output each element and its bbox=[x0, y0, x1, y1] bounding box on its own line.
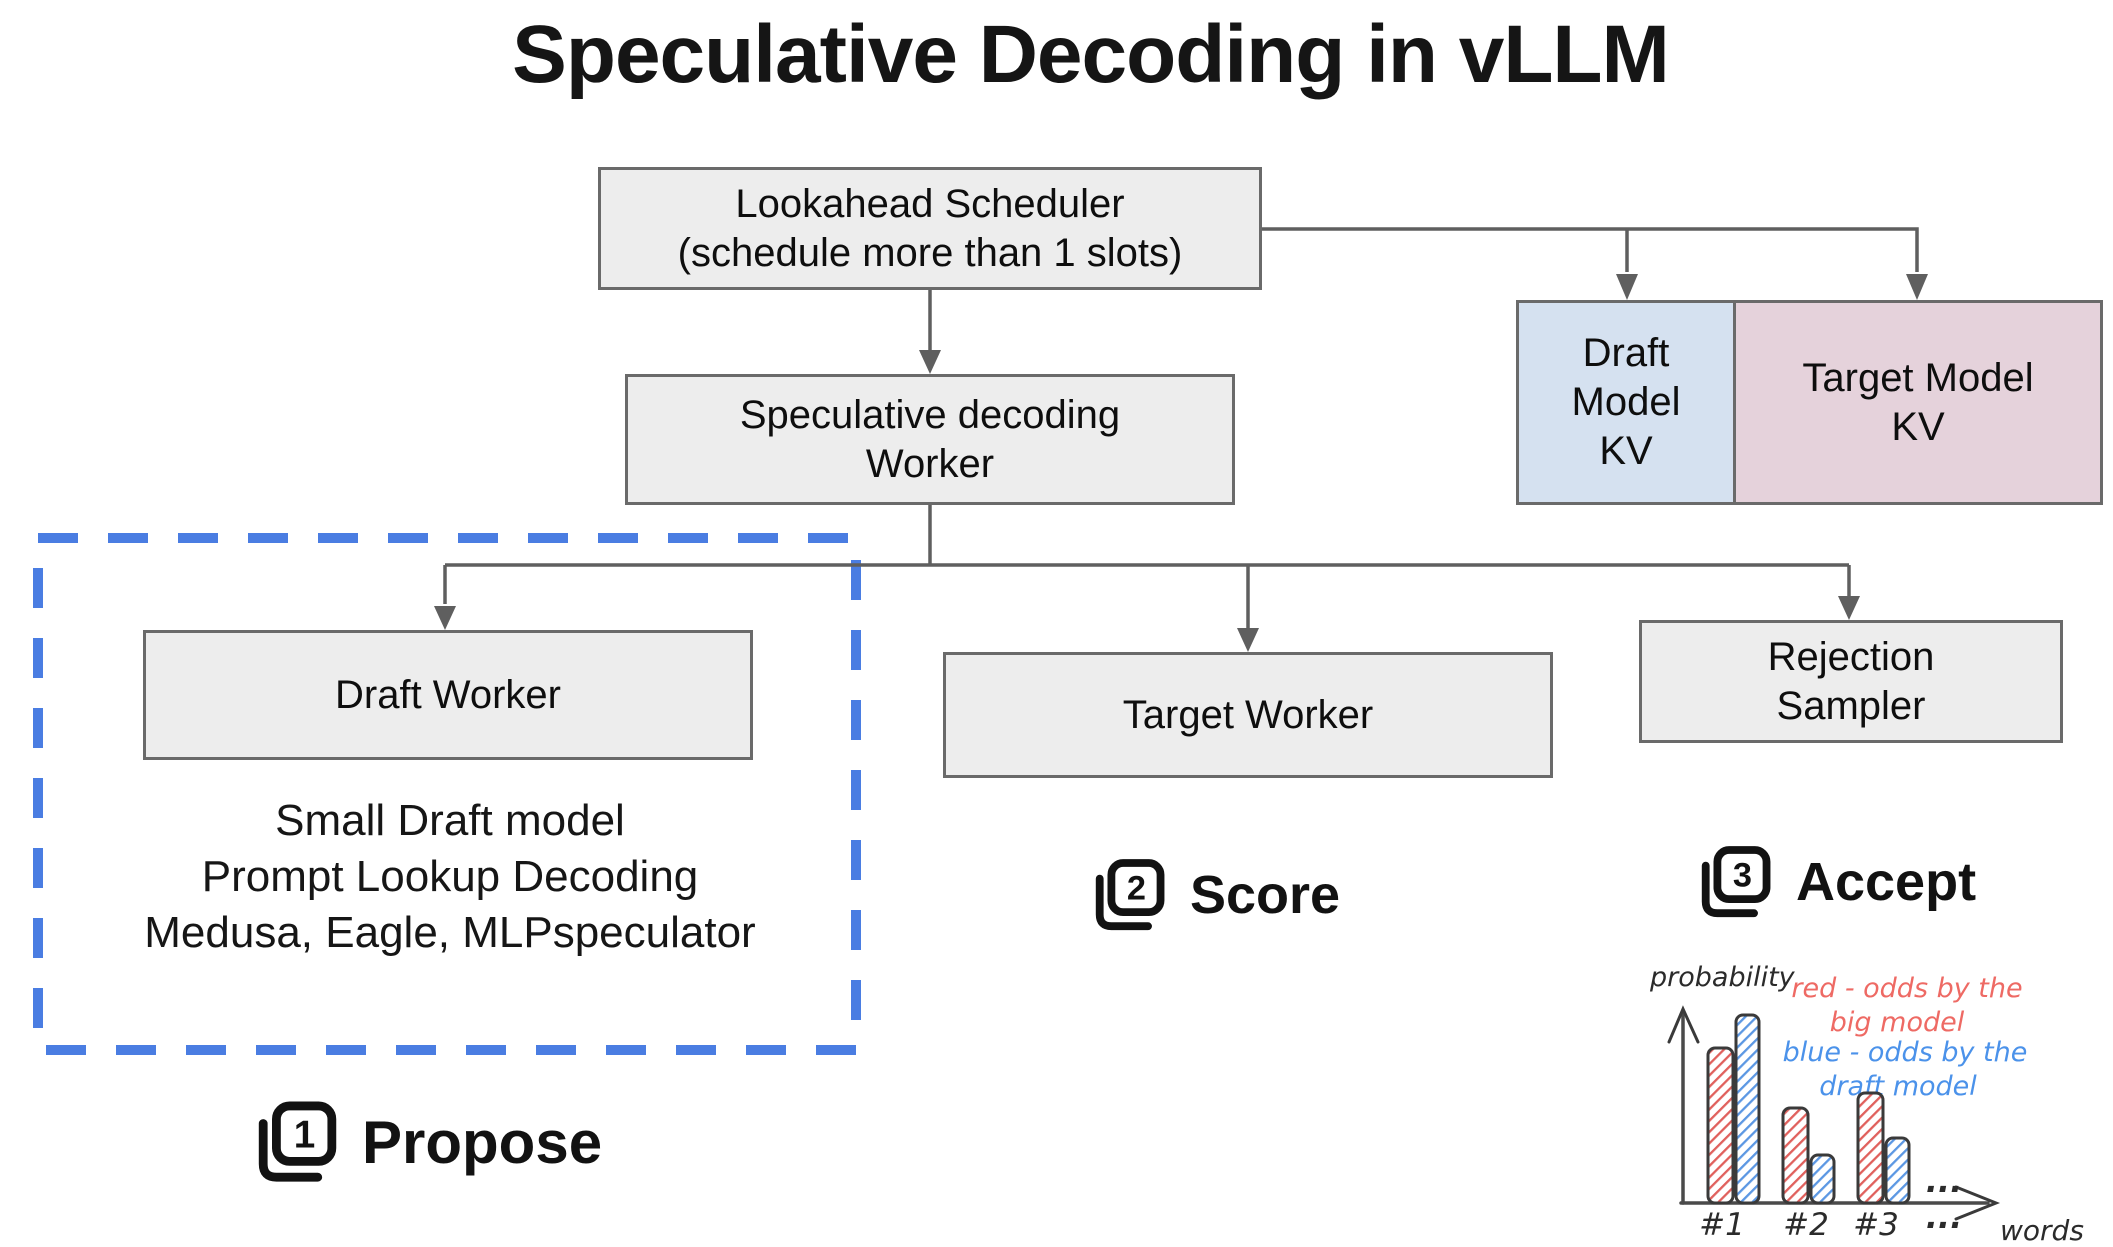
probability-chart: probability red - odds by the big model … bbox=[1649, 962, 2084, 1247]
chart-bar bbox=[1781, 1106, 1810, 1205]
node-label-line: Draft Worker bbox=[335, 672, 561, 717]
node-label-line: KV bbox=[1891, 404, 1945, 449]
node-rejection-sampler: Rejection Sampler bbox=[1639, 620, 2063, 743]
icon-number: 2 bbox=[1127, 870, 1146, 908]
node-label-line: Target Model bbox=[1802, 355, 2034, 400]
propose-dashed-group-box bbox=[33, 533, 861, 1055]
arrowhead-rejection-sampler bbox=[1838, 596, 1860, 620]
page-title: Speculative Decoding in vLLM bbox=[512, 9, 1670, 100]
icon-back-page bbox=[258, 1119, 323, 1182]
step-accept-label: Accept bbox=[1796, 852, 1977, 912]
icon-front-page bbox=[1107, 859, 1165, 917]
chart-ellipsis-upper: ... bbox=[1926, 1162, 1962, 1200]
draft-methods-line: Prompt Lookup Decoding bbox=[201, 852, 699, 901]
icon-number: 1 bbox=[294, 1113, 316, 1156]
chart-bar bbox=[1734, 1013, 1761, 1205]
step-propose-label: Propose bbox=[362, 1108, 603, 1176]
chart-y-axis-label: probability bbox=[1649, 962, 1796, 993]
chart-bar bbox=[1856, 1091, 1885, 1205]
node-label-line: Draft bbox=[1582, 331, 1670, 376]
node-label-line: Target Worker bbox=[1122, 692, 1374, 737]
chart-y-axis-arrow bbox=[1667, 1005, 1700, 1044]
chart-bar bbox=[1884, 1136, 1911, 1205]
step-accept: 3 Accept bbox=[1694, 843, 1976, 921]
node-label-line: (schedule more than 1 slots) bbox=[677, 230, 1183, 275]
filter-1-icon: 1 bbox=[258, 1101, 337, 1182]
chart-bar bbox=[1809, 1153, 1836, 1205]
chart-tick-2: #2 bbox=[1783, 1207, 1829, 1243]
node-draft-model-kv: Draft Model KV bbox=[1516, 300, 1736, 505]
filter-2-icon: 2 bbox=[1095, 859, 1165, 931]
chart-x-axis-arrow bbox=[1954, 1185, 2001, 1221]
draft-methods-line: Medusa, Eagle, MLPspeculator bbox=[144, 908, 756, 957]
icon-back-page bbox=[1095, 874, 1152, 931]
node-label-line: Sampler bbox=[1776, 683, 1926, 728]
step-score-label: Score bbox=[1190, 865, 1341, 925]
node-label-line: KV bbox=[1599, 428, 1653, 473]
node-label-line: Rejection bbox=[1767, 634, 1935, 679]
chart-tick-3: #3 bbox=[1853, 1207, 1899, 1243]
arrowhead-target-kv bbox=[1906, 274, 1928, 300]
node-speculative-decoding-worker: Speculative decoding Worker bbox=[625, 374, 1235, 505]
chart-bars bbox=[1706, 1013, 1911, 1205]
node-label-line: Model bbox=[1571, 380, 1681, 425]
icon-number: 3 bbox=[1733, 857, 1752, 895]
chart-bar bbox=[1706, 1046, 1735, 1205]
node-label-line: Speculative decoding bbox=[739, 392, 1121, 437]
chart-ellipsis-lower: ... bbox=[1926, 1198, 1962, 1236]
node-target-worker: Target Worker bbox=[943, 652, 1553, 778]
icon-front-page bbox=[272, 1101, 337, 1166]
node-lookahead-scheduler: Lookahead Scheduler (schedule more than … bbox=[598, 167, 1262, 290]
node-label-line: Worker bbox=[865, 441, 995, 486]
node-draft-worker: Draft Worker bbox=[143, 630, 753, 760]
chart-red-note-line1: red - odds by the bbox=[1791, 973, 2022, 1004]
icon-front-page bbox=[1713, 846, 1771, 904]
chart-tick-1: #1 bbox=[1699, 1207, 1745, 1243]
connector-scheduler-to-kv bbox=[1262, 227, 1919, 272]
filter-3-icon: 3 bbox=[1701, 846, 1771, 918]
chart-x-axis-label: words bbox=[2000, 1214, 2084, 1247]
chart-red-note-line2: big model bbox=[1830, 1007, 1965, 1038]
chart-blue-note-line2: draft model bbox=[1819, 1071, 1977, 1102]
node-target-model-kv: Target Model KV bbox=[1733, 300, 2103, 505]
draft-methods-line: Small Draft model bbox=[275, 796, 625, 845]
step-propose: 1 Propose bbox=[250, 1098, 602, 1186]
arrowhead-draft-worker bbox=[434, 606, 456, 630]
step-score: 2 Score bbox=[1088, 856, 1340, 934]
draft-methods-text: Small Draft model Prompt Lookup Decoding… bbox=[60, 793, 840, 961]
node-label-line: Lookahead Scheduler bbox=[735, 181, 1125, 226]
arrowhead-draft-kv bbox=[1616, 274, 1638, 300]
arrowhead-target-worker bbox=[1237, 628, 1259, 652]
chart-blue-note-line1: blue - odds by the bbox=[1783, 1037, 2028, 1068]
icon-back-page bbox=[1701, 861, 1758, 918]
arrowhead-spec-worker bbox=[919, 350, 941, 374]
